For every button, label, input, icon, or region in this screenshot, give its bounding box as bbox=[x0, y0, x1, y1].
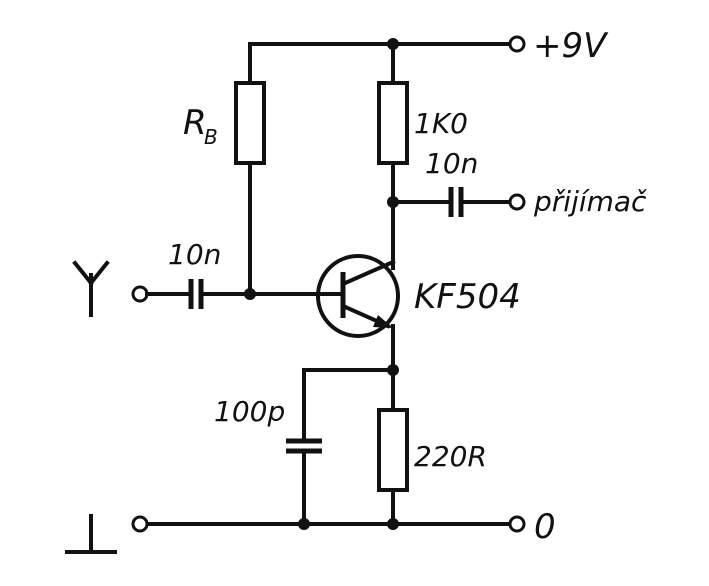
ground-label: 0 bbox=[534, 507, 556, 547]
cin-label: 10n bbox=[168, 238, 221, 271]
ground-input-terminal bbox=[131, 515, 149, 533]
ground-terminal bbox=[508, 515, 526, 533]
ground-icon bbox=[65, 514, 117, 554]
supply-terminal bbox=[508, 35, 526, 53]
cout-label: 10n bbox=[425, 147, 478, 180]
transistor-label: KF504 bbox=[414, 277, 521, 317]
rb-subscript: B bbox=[204, 125, 218, 149]
output-label: přijímač bbox=[533, 185, 647, 218]
rc-resistor bbox=[377, 81, 409, 165]
antenna-icon bbox=[72, 260, 110, 317]
base-junction bbox=[244, 288, 256, 300]
re-label: 220R bbox=[414, 440, 487, 473]
npn-transistor-icon bbox=[316, 248, 400, 338]
ground-junction-left bbox=[298, 518, 310, 530]
rb-label: R bbox=[183, 103, 207, 143]
output-terminal bbox=[508, 193, 526, 211]
input-terminal bbox=[131, 285, 149, 303]
ground-junction-right bbox=[387, 518, 399, 530]
rb-resistor bbox=[234, 81, 266, 165]
cemitter-label: 100p bbox=[214, 395, 285, 428]
supply-label: +9V bbox=[533, 26, 609, 66]
re-resistor bbox=[377, 408, 409, 492]
rc-label: 1K0 bbox=[414, 107, 468, 140]
